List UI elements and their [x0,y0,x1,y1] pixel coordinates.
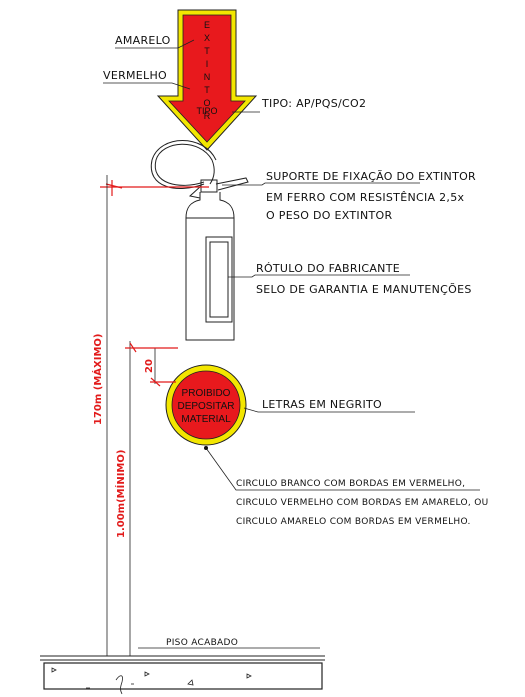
label-circulo-2: CIRCULO VERMELHO COM BORDAS EM AMARELO, … [236,498,488,508]
sign-line-2: DEPOSITAR [177,401,234,412]
arrow-sign: E X T I N T O R TIPO [156,9,258,151]
dimension-gap-label: 20 [144,359,155,373]
arrow-letter: E [204,20,210,30]
arrow-tipo-label: TIPO [196,106,217,116]
dimension-min-label: 1.00m(MÍNIMO) [114,450,127,538]
arrow-letter: I [206,59,209,69]
dimension-lines [106,175,156,656]
label-circulo-3: CIRCULO AMARELO COM BORDAS EM VERMELHO. [236,517,471,527]
arrow-letter: T [204,85,210,95]
dimension-max-label: 170m (MÁXIMO) [91,334,104,426]
label-rotulo-1: RÓTULO DO FABRICANTE [256,262,400,275]
label-circulo-1: CIRCULO BRANCO COM BORDAS EM VERMELHO, [236,479,465,489]
label-letras: LETRAS EM NEGRITO [262,398,382,411]
arrow-red-body [168,14,246,143]
arrow-letter: T [204,46,210,56]
arrow-letter: X [204,33,210,43]
label-suporte-2: EM FERRO COM RESISTÊNCIA 2,5x [266,191,465,204]
extinguisher [150,140,249,341]
sign-line-3: MATERIAL [181,414,231,425]
leader-vermelho [103,82,191,90]
leader-circulo [205,447,480,491]
arrow-leaders [103,39,260,113]
sign-red-disc [171,370,241,440]
prohibition-sign: PROIBIDO DEPOSITAR MATERIAL [165,364,247,446]
extinguisher-hose [154,143,215,186]
manufacturer-label [205,236,233,323]
leader-amarelo [115,39,195,49]
arrow-letter: R [204,111,211,121]
arrow-letter: N [204,72,211,82]
leader-letras [243,407,415,413]
label-amarelo: AMARELO [115,34,171,47]
label-rotulo-2: SELO DE GARANTIA E MANUTENÇÕES [256,283,472,296]
arrow-vertical-letters: E X T I N T O R [203,20,210,121]
label-suporte-3: O PESO DO EXTINTOR [266,209,392,222]
label-piso: PISO ACABADO [166,638,238,648]
arrow-letter: O [203,98,210,108]
label-vermelho: VERMELHO [103,69,167,82]
leader-rotulo [228,274,410,278]
extinguisher-handle [215,177,249,191]
mounting-bracket [100,180,209,196]
label-suporte-1: SUPORTE DE FIXAÇÃO DO EXTINTOR [266,170,476,183]
sign-line-1: PROIBIDO [182,388,231,399]
extinguisher-body [185,192,235,341]
label-tipo: TIPO: AP/PQS/CO2 [261,97,366,110]
leader-suporte [222,182,420,186]
floor [40,647,325,695]
